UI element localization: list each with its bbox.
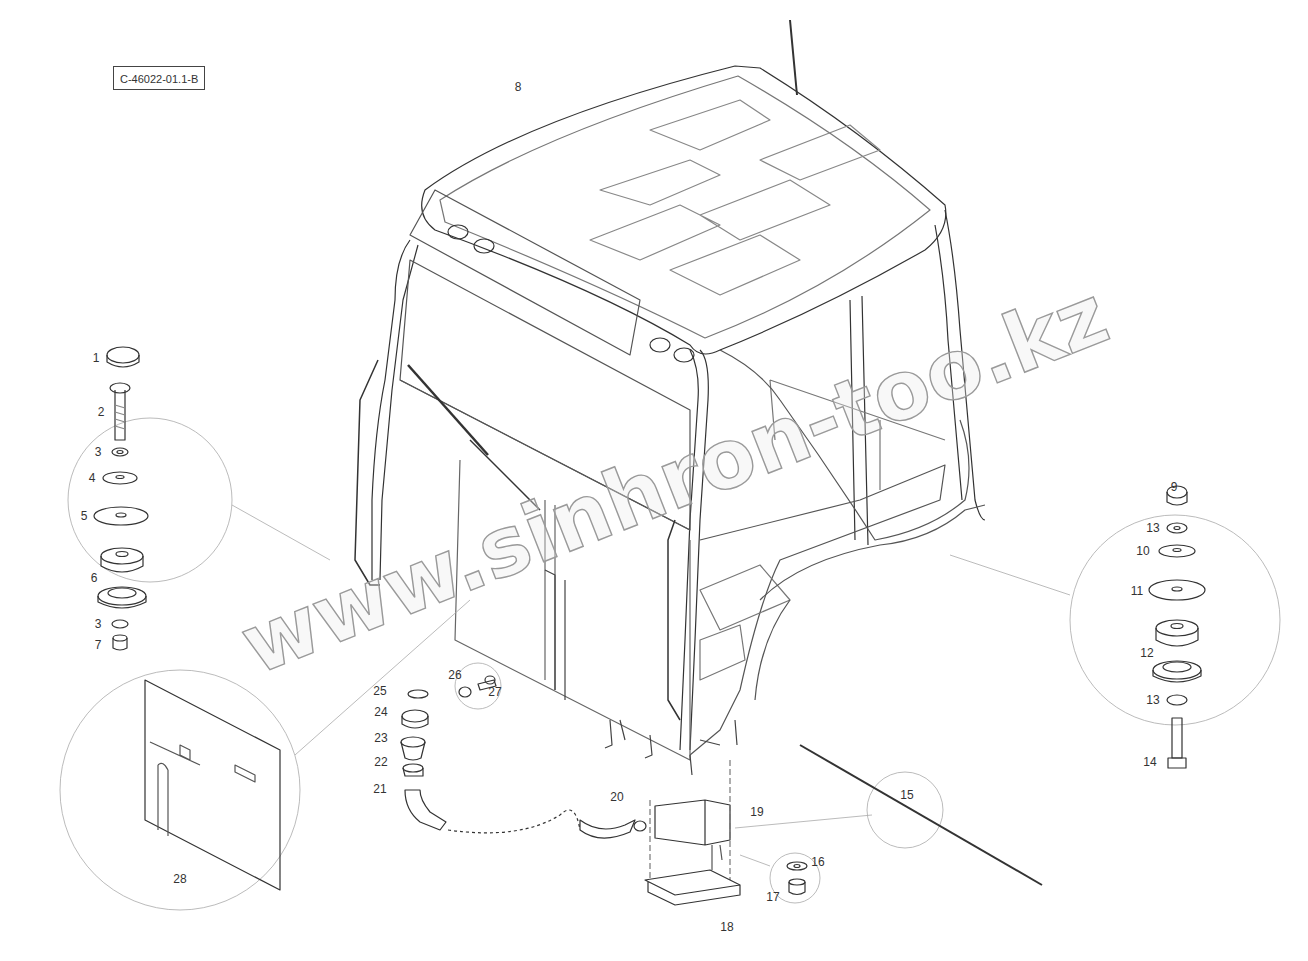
callout-number: 17	[766, 891, 779, 903]
callout-number: 15	[900, 789, 913, 801]
callout-number: 18	[720, 921, 733, 933]
callout-number: 16	[811, 856, 824, 868]
callout-number: 11	[1131, 585, 1143, 597]
callout-number: 13	[1146, 694, 1159, 706]
callout-number: 2	[98, 406, 105, 418]
callout-number: 20	[610, 791, 623, 803]
callout-number: 28	[173, 873, 186, 885]
callout-number: 1	[93, 352, 100, 364]
callout-number: 9	[1171, 481, 1178, 493]
callout-number: 12	[1140, 647, 1153, 659]
callout-number: 7	[95, 639, 102, 651]
callout-number: 3	[95, 446, 102, 458]
callout-number: 8	[515, 81, 522, 93]
callout-number: 24	[374, 706, 387, 718]
callout-number: 22	[374, 756, 387, 768]
callout-number: 13	[1146, 522, 1159, 534]
drawing-number: C-46022-01.1-B	[120, 73, 198, 85]
callout-number: 19	[750, 806, 763, 818]
watermark: www.sinhron-too.kz	[231, 273, 1118, 687]
callout-number: 21	[373, 783, 386, 795]
drawing-number-box: C-46022-01.1-B	[113, 66, 205, 90]
callout-number: 6	[91, 572, 98, 584]
callout-number: 5	[81, 510, 88, 522]
callout-number: 25	[373, 685, 386, 697]
callout-number: 14	[1143, 756, 1156, 768]
callout-number: 10	[1136, 545, 1149, 557]
callout-number: 27	[488, 686, 501, 698]
callout-number: 26	[448, 669, 461, 681]
callout-number: 3	[95, 618, 102, 630]
callout-number: 23	[374, 732, 387, 744]
callout-number: 4	[89, 472, 96, 484]
